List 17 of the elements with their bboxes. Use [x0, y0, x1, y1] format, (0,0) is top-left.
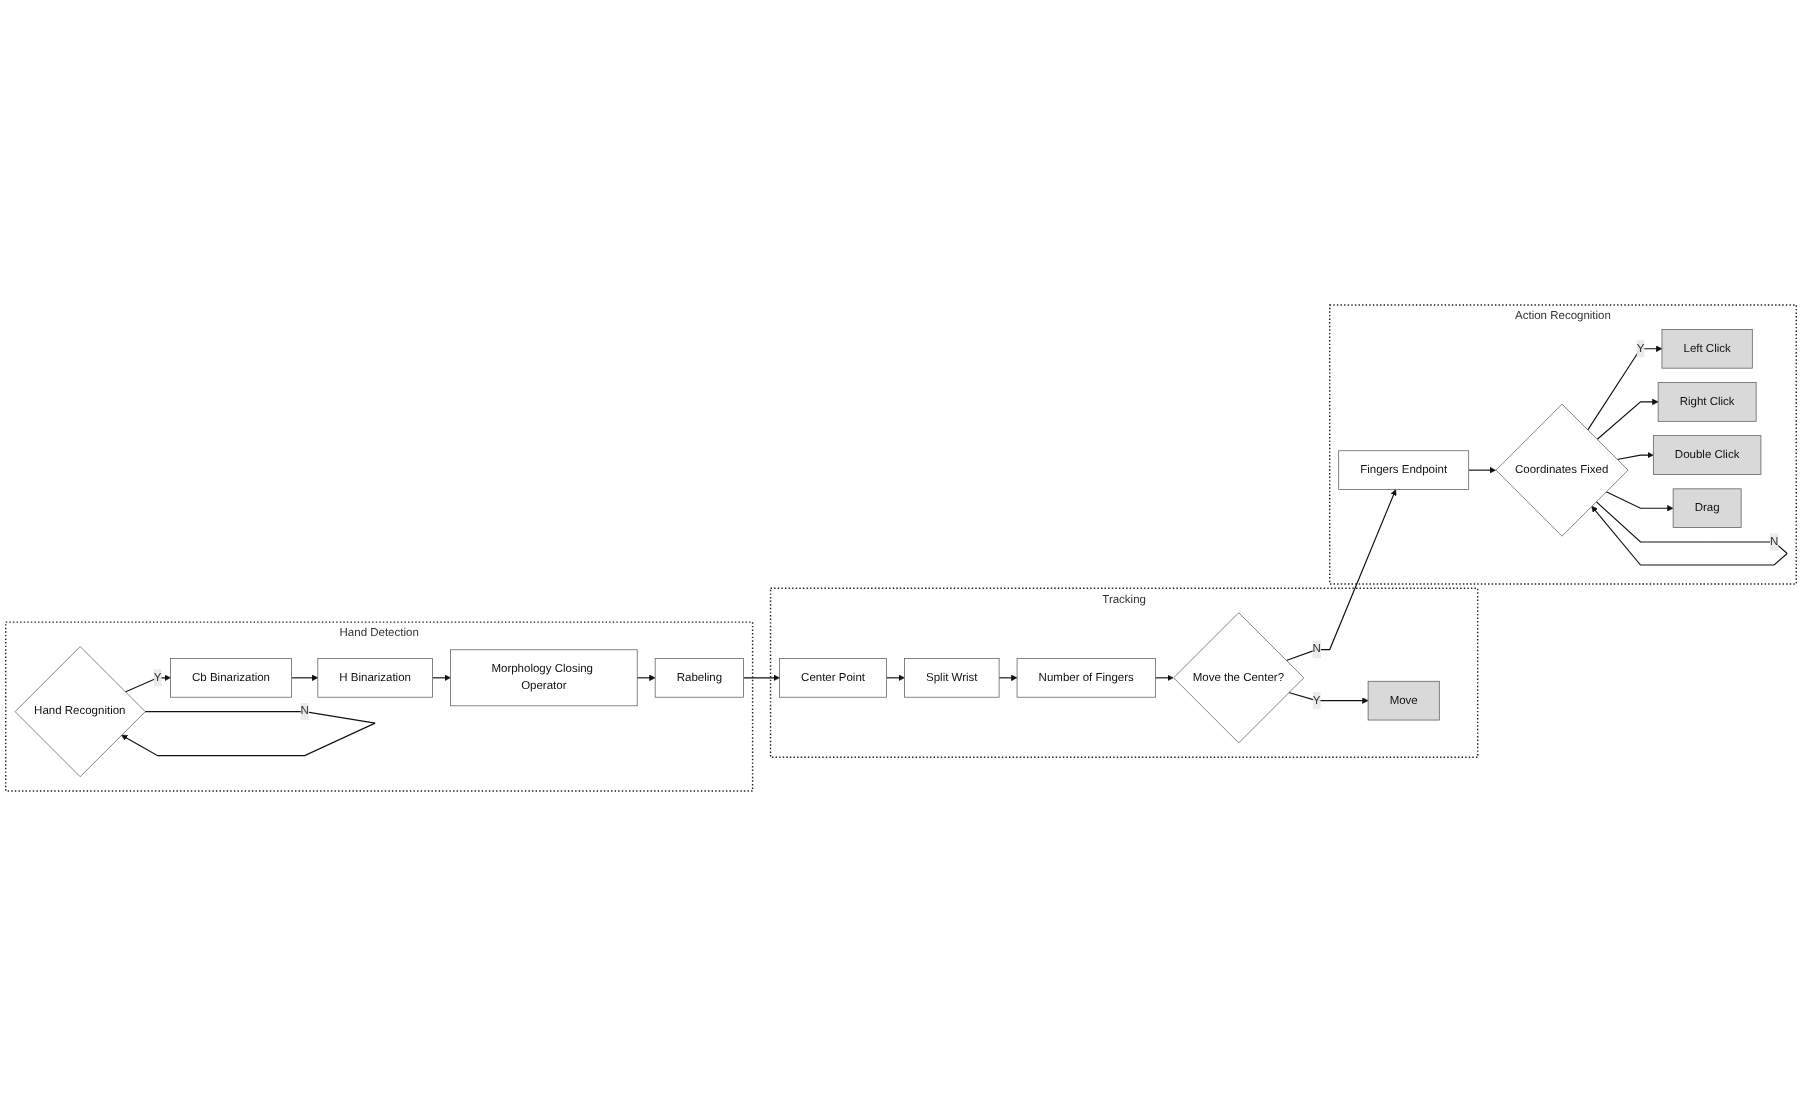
- arrow: [1591, 501, 1788, 566]
- arrow: [1288, 691, 1369, 704]
- arrow: [1616, 451, 1654, 461]
- arrow: [885, 674, 905, 681]
- arrow: [121, 711, 376, 757]
- arrow: [431, 674, 451, 681]
- arrow: [291, 674, 319, 681]
- arrow: [1596, 398, 1659, 441]
- arrow: [1605, 491, 1674, 512]
- arrow: [1587, 345, 1663, 431]
- arrow: [1285, 489, 1397, 662]
- arrow: [743, 674, 780, 681]
- arrow: [1154, 674, 1174, 681]
- arrow: [124, 674, 171, 693]
- arrow: [1468, 467, 1496, 474]
- arrow: [636, 674, 656, 681]
- arrow: [998, 674, 1018, 681]
